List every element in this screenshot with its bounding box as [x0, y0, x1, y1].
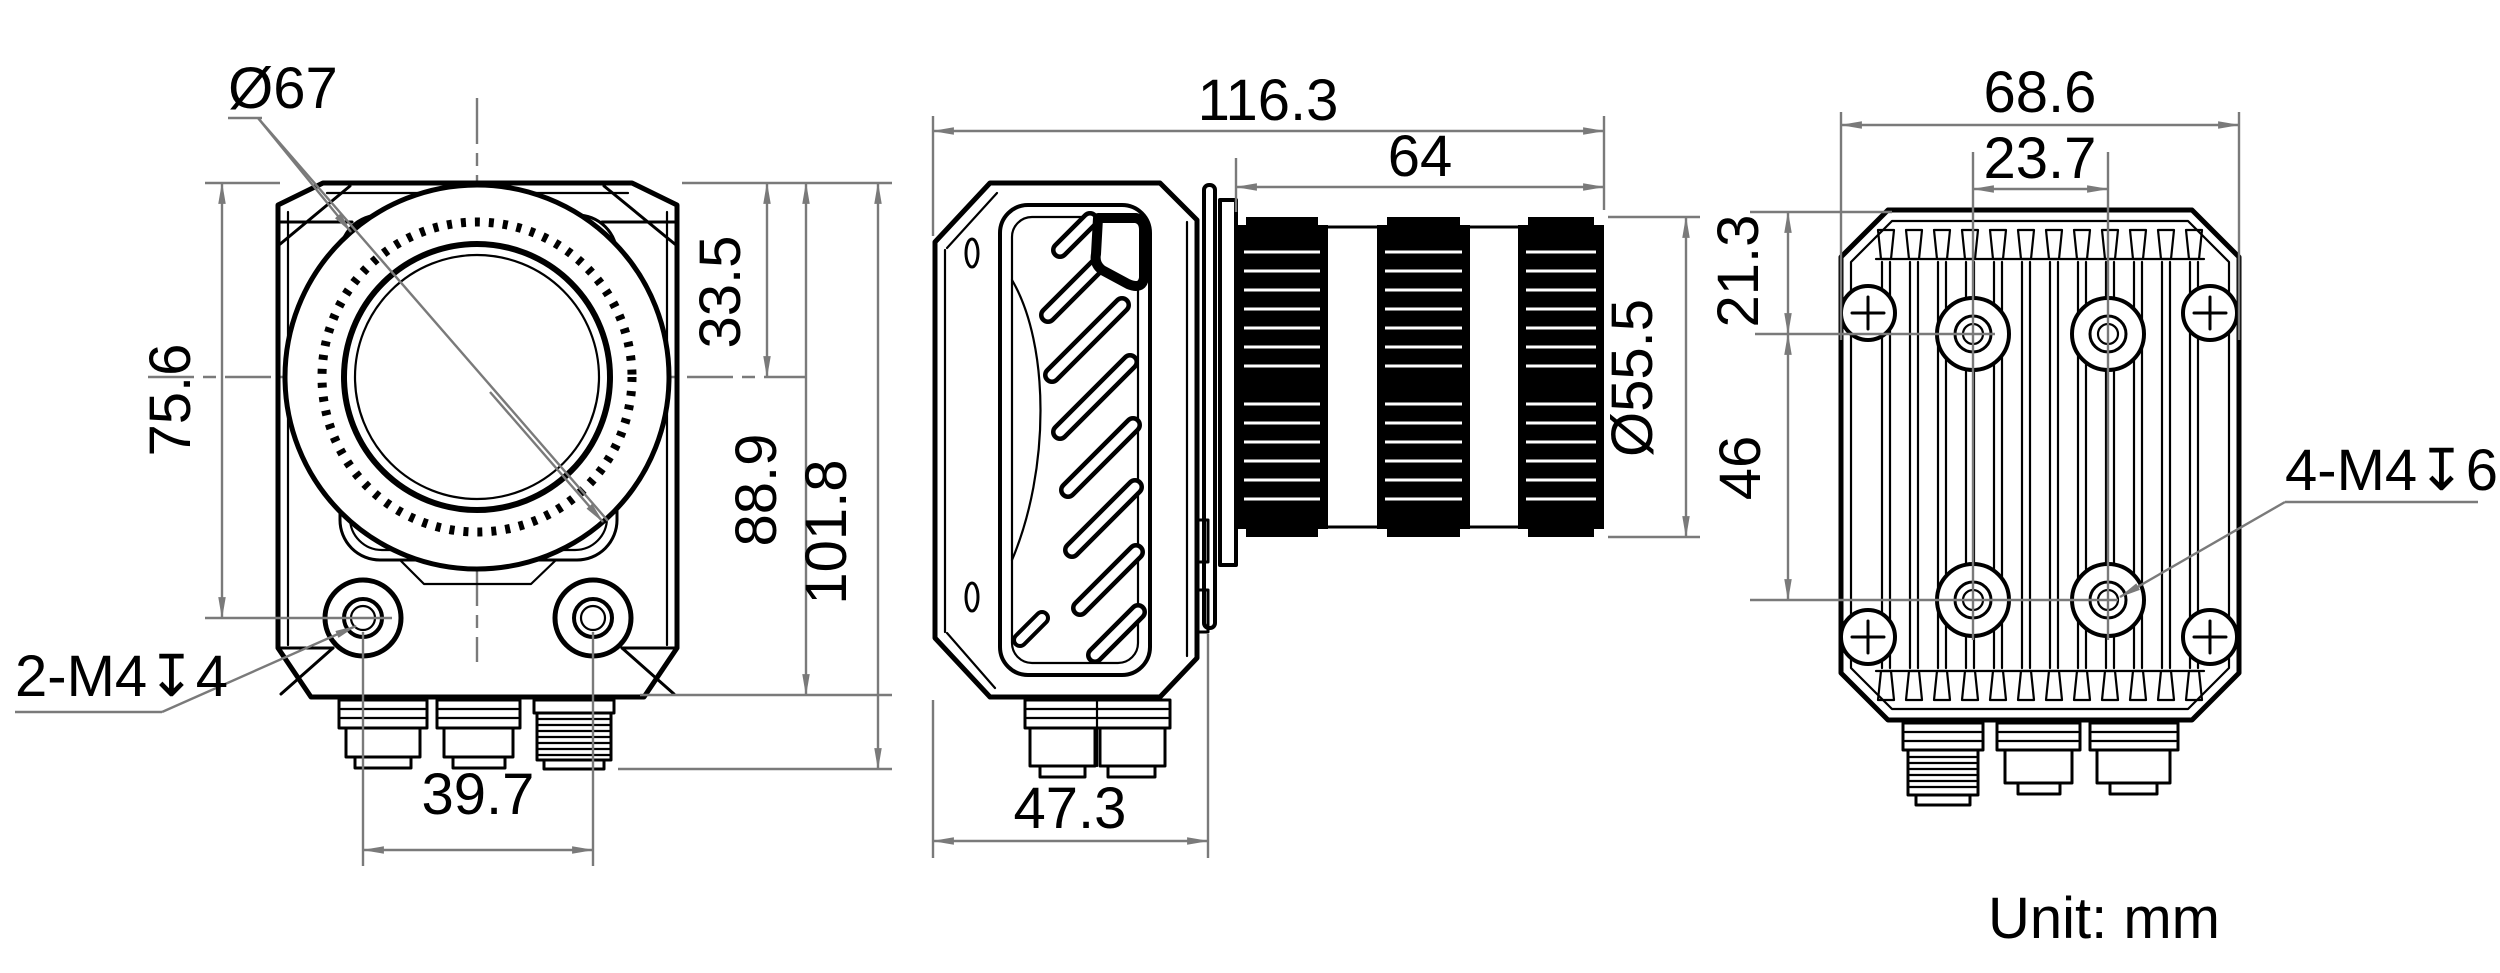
dim-back-68-6: 68.6: [1984, 60, 2097, 125]
back-heatsink-fins: [1874, 228, 2206, 702]
label-back-mount-holes: 4-M4↧6: [2285, 438, 2498, 503]
back-connectors: [1901, 721, 2180, 807]
knurled-ring: [317, 217, 637, 537]
dim-side-116-3: 116.3: [1198, 68, 1339, 133]
back-body-outline: [1838, 207, 2242, 723]
dim-front-39-7: 39.7: [422, 762, 535, 827]
connector-m12-d: [2088, 721, 2180, 796]
front-view: Ø67 75.6 33.5 88.9 101.8 39.7: [15, 56, 892, 866]
dim-side-64: 64: [1388, 124, 1453, 189]
back-view: 68.6 23.7 21.3 46 4-M4↧6: [1706, 60, 2498, 807]
dim-back-21-3: 21.3: [1706, 215, 1771, 328]
side-view: 116.3 64 Ø55.5 47.3: [931, 68, 1700, 858]
connector-m12-a: [337, 698, 429, 770]
dim-back-46: 46: [1708, 436, 1773, 501]
label-front-mount-holes: 2-M4↧4: [15, 644, 228, 709]
front-bezel-notch: [398, 558, 558, 586]
dim-front-101-8: 101.8: [794, 459, 859, 604]
side-dimensions: 116.3 64 Ø55.5 47.3: [931, 68, 1700, 858]
side-lens-barrel: [1236, 217, 1604, 537]
dim-front-88-9: 88.9: [724, 434, 789, 547]
side-connector: [1023, 698, 1172, 779]
back-dimensions: 68.6 23.7 21.3 46 4-M4↧6: [1706, 60, 2498, 640]
front-lens-mount: [282, 182, 672, 572]
front-connectors: [337, 698, 616, 771]
connector-m12-b: [435, 698, 522, 770]
front-body-outline: [275, 180, 680, 700]
connector-m12-c: [1995, 721, 2082, 796]
connector-threaded: [532, 698, 616, 771]
side-body-outline: [932, 180, 1210, 700]
dim-side-47-3: 47.3: [1014, 776, 1127, 841]
dim-back-23-7: 23.7: [1984, 126, 2097, 191]
front-dimensions: Ø67 75.6 33.5 88.9 101.8 39.7: [15, 56, 892, 866]
unit-note: Unit: mm: [1988, 886, 2220, 951]
dim-front-75-6: 75.6: [138, 344, 203, 457]
side-panel-slats: [1012, 211, 1149, 664]
side-ribbed-panel: [998, 203, 1152, 677]
dim-side-lens-diameter: Ø55.5: [1600, 299, 1665, 457]
dim-front-lens-diameter: Ø67: [228, 56, 338, 121]
side-panel-window: [1090, 213, 1149, 291]
dim-front-33-5: 33.5: [688, 236, 753, 349]
connector-threaded-back: [1901, 721, 1985, 807]
back-corner-screws: [1839, 284, 2239, 666]
